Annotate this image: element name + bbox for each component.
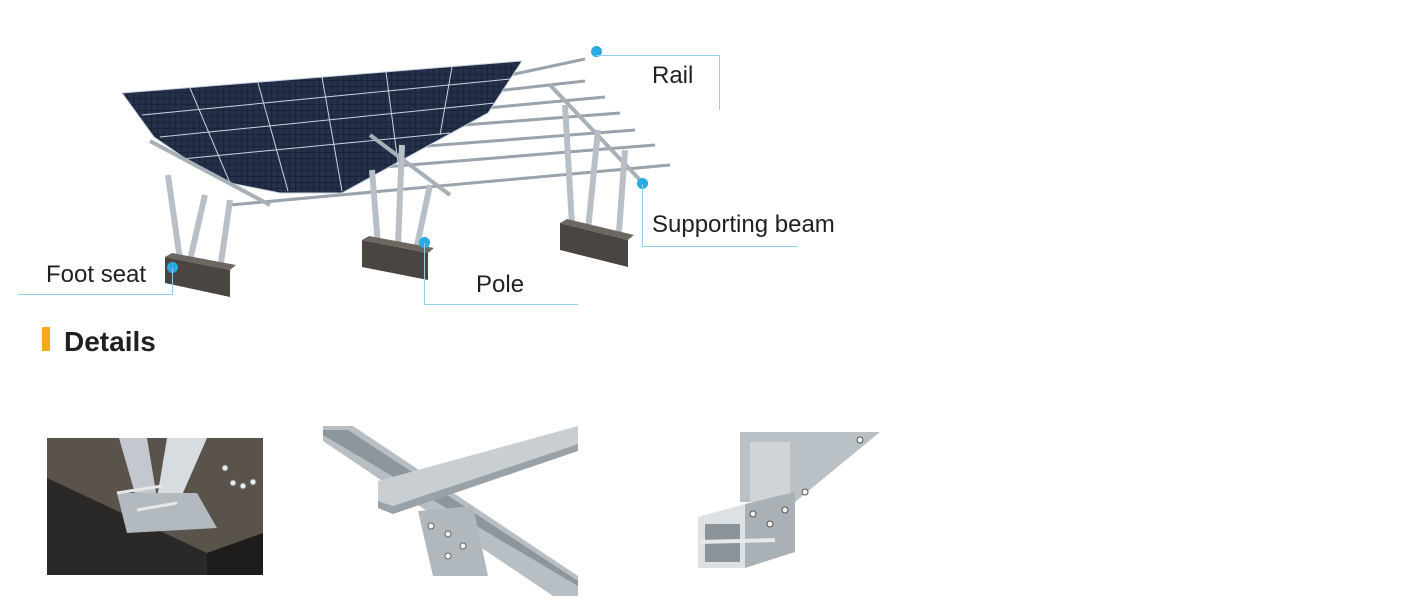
- pole-leader-line-vertical: [424, 243, 425, 304]
- detail-foot-seat-image: [47, 438, 263, 575]
- supporting-beam-marker-icon: [637, 178, 648, 189]
- rail-marker-icon: [591, 46, 602, 57]
- details-heading: Details: [64, 326, 156, 357]
- rail-label: Rail: [652, 62, 694, 89]
- pole-label: Pole: [476, 271, 525, 298]
- solar-panel-array: [121, 60, 523, 194]
- pole-marker-icon: [419, 237, 430, 248]
- detail-rail-beam-image: [323, 426, 578, 596]
- supporting-beam-leader-line-vertical: [642, 184, 643, 246]
- detail-beam-pole-connection-image: [695, 432, 880, 568]
- foot-seat-label: Foot seat: [46, 261, 147, 288]
- pole-leader-line: [424, 304, 578, 305]
- foot-seat-marker-icon: [167, 262, 178, 273]
- foot-seat-leader-line-vertical: [172, 268, 173, 294]
- foot-seat-leader-line: [18, 294, 173, 295]
- supporting-beam-label: Supporting beam: [652, 211, 835, 238]
- supporting-beam-leader-line: [642, 246, 797, 247]
- carport-structure-illustration: [121, 57, 671, 297]
- rail-leader-line: [596, 55, 720, 56]
- rail-leader-line-vertical: [719, 55, 720, 110]
- details-section-marker-icon: [42, 327, 50, 351]
